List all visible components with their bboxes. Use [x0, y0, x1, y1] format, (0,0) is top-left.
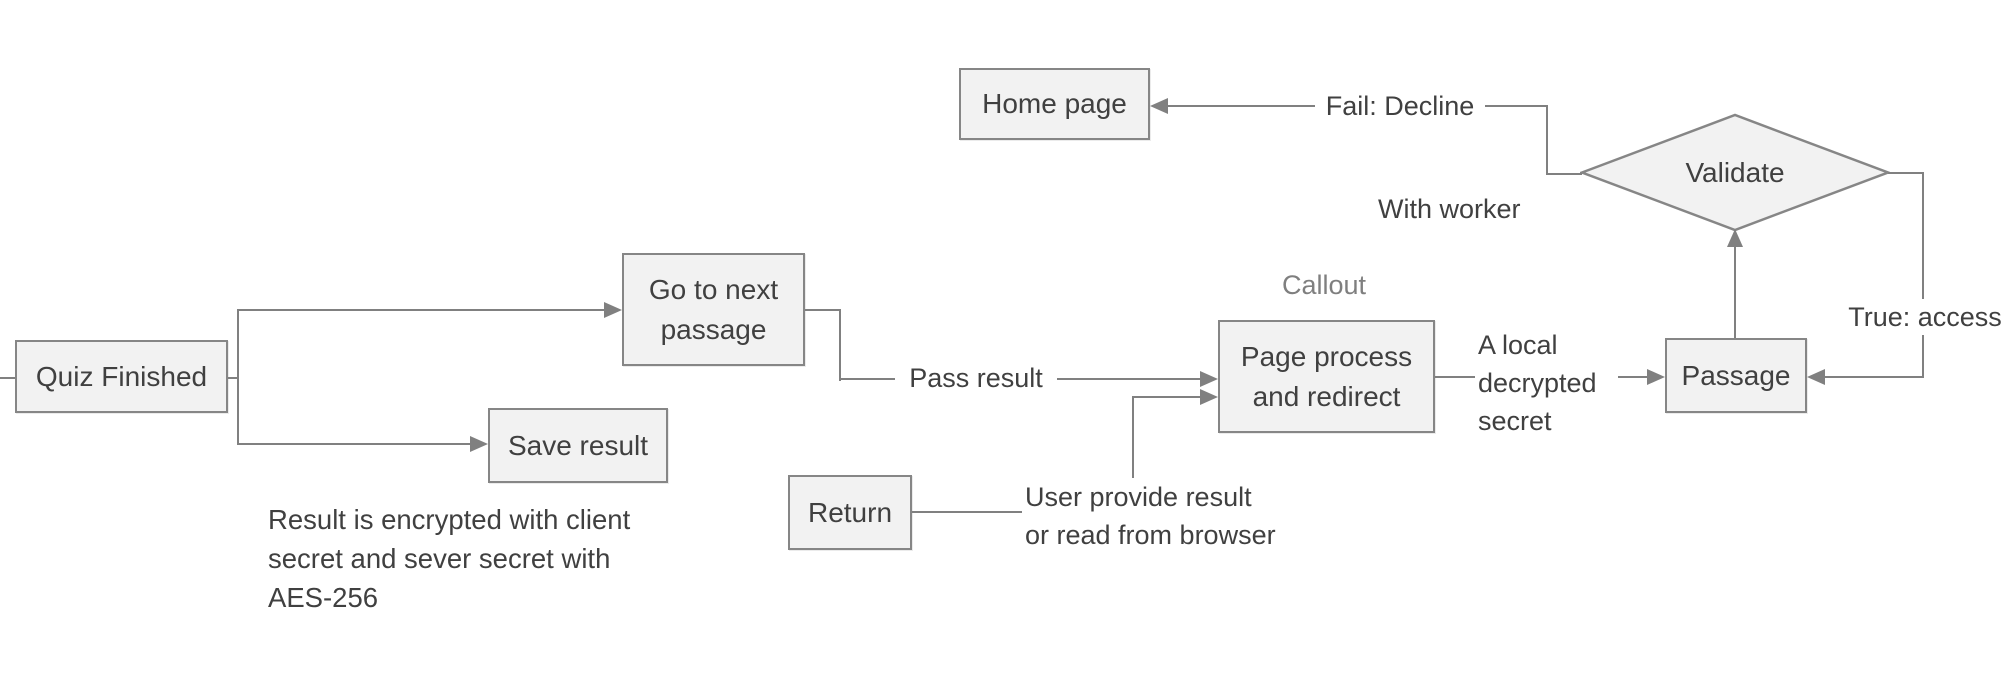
edge-label-pass-result: Pass result [895, 360, 1057, 396]
edge-label-fail-decline: Fail: Decline [1315, 88, 1485, 124]
edge-true-access-v [1922, 172, 1924, 378]
edge-quiz-to-save [237, 443, 471, 445]
annotation-a-local-decrypted-secret: A local decrypted secret [1478, 330, 1597, 436]
node-return-label: Return [807, 496, 893, 528]
edge-passage-to-validate [1734, 247, 1736, 338]
node-passage-label: Passage [1681, 359, 1791, 391]
arrowhead-into-save-result [470, 436, 488, 452]
arrowhead-pass-result [1200, 371, 1218, 387]
node-home-page-label: Home page [982, 88, 1127, 119]
arrowhead-into-passage-left [1647, 369, 1665, 385]
edge-return-out [912, 511, 1022, 513]
node-home-page: Home page [959, 68, 1150, 140]
node-page-process-redirect: Page process and redirect [1218, 320, 1435, 433]
node-return: Return [788, 475, 912, 550]
edge-user-provide-h [1132, 396, 1202, 398]
node-save-result: Save result [488, 408, 668, 483]
edge-user-provide-v [1132, 396, 1134, 478]
node-validate-label: Validate [1685, 156, 1785, 188]
annotation-encryption-note: Result is encrypted with client secret a… [268, 504, 631, 613]
edge-gonext-exit-h [805, 309, 841, 311]
node-page-process-redirect-label: Page process and redirect [1240, 340, 1413, 412]
arrowhead-into-passage-right [1807, 369, 1825, 385]
annotation-with-worker: With worker [1378, 194, 1521, 224]
edge-quiz-stub [228, 377, 239, 379]
node-go-to-next-passage: Go to next passage [622, 253, 805, 366]
node-passage: Passage [1665, 338, 1807, 413]
node-quiz-finished: Quiz Finished [15, 340, 228, 413]
edge-true-access-h [1823, 376, 1924, 378]
node-save-result-label: Save result [507, 429, 649, 461]
edge-fail-v [1546, 106, 1548, 175]
edge-quiz-branch-vertical [237, 309, 239, 445]
arrowhead-user-provide [1200, 389, 1218, 405]
edge-pageproc-out [1435, 376, 1475, 378]
edge-incoming-stub [0, 377, 15, 379]
edge-validate-left-h [1547, 173, 1582, 175]
node-quiz-finished-label: Quiz Finished [35, 360, 208, 392]
edge-alocal-to-passage [1618, 376, 1648, 378]
edge-validate-right-h [1888, 172, 1924, 174]
node-validate: Validate [1580, 113, 1890, 232]
arrowhead-into-home-page [1150, 98, 1168, 114]
arrowhead-into-go-to-next [604, 302, 622, 318]
edge-gonext-exit-v [839, 309, 841, 381]
node-go-to-next-passage-label: Go to next passage [648, 273, 779, 345]
edge-label-true-access: True: access [1840, 299, 2010, 335]
edge-quiz-to-gonext [237, 309, 605, 311]
annotation-user-provide: User provide result or read from browser [1025, 482, 1276, 550]
annotation-callout: Callout [1282, 270, 1367, 300]
arrowhead-into-validate [1727, 229, 1743, 247]
